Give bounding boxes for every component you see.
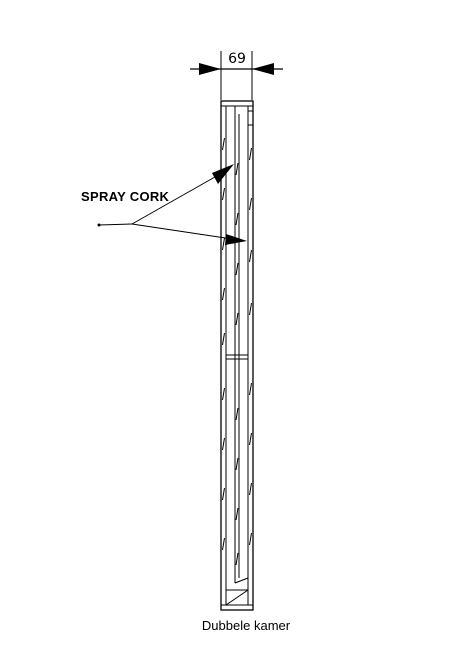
spray-cork-label: SPRAY CORK [81,189,170,204]
spray-cork-hatch [222,137,252,566]
outer-frame [220,100,254,611]
dimension-annotation: 69 [190,51,283,100]
leader-stem [98,223,133,226]
dimension-arrow-right [252,63,274,75]
drawing-caption: Dubbele kamer [202,618,291,633]
dimension-arrow-left [199,63,221,75]
spray-cork-leaders [97,164,247,245]
leader-line-lower [131,223,233,240]
wall-section [220,100,254,611]
dimension-value: 69 [228,51,246,67]
bottom-sill-diagonal [225,589,249,606]
leader-arrow-upper [212,164,234,184]
leader-arrow-lower [225,234,247,245]
bottom-chamber-diag [234,577,249,584]
leader-line-upper [131,172,223,225]
top-block [247,110,254,126]
